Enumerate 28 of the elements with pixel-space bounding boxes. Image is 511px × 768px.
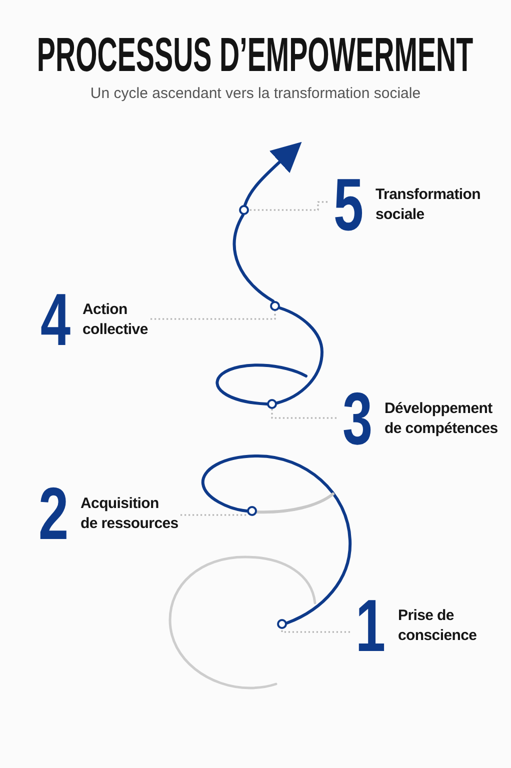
step-marker (239, 205, 249, 215)
step-marker (270, 301, 280, 311)
leader-line (271, 409, 336, 419)
step-label: Acquisition de ressources (80, 494, 180, 534)
step-label: Développement de compétences (384, 399, 499, 439)
leader-line (180, 514, 247, 516)
step-label: Action collective (82, 300, 149, 340)
spiral-curve (256, 492, 334, 514)
step-number: 4 (40, 292, 70, 348)
step-number: 2 (38, 486, 68, 542)
spiral-arrow (244, 142, 302, 206)
step-label: Transformation sociale (376, 185, 482, 225)
step-number: 1 (356, 598, 386, 654)
spiral-curve (201, 454, 352, 624)
leader-line (249, 201, 328, 211)
spiral-curve (216, 364, 308, 406)
step-number: 5 (333, 177, 363, 233)
title: PROCESSUS D’EMPOWERMENT (37, 32, 474, 80)
subtitle: Un cycle ascendant vers la transformation sociale (90, 84, 421, 104)
step-marker (247, 506, 257, 516)
step-number: 3 (342, 391, 372, 447)
spiral-curve (276, 306, 324, 404)
spiral-curve (232, 214, 274, 302)
step-marker (277, 619, 287, 629)
leader-line (281, 629, 350, 633)
step-label: Prise de conscience (398, 606, 478, 646)
step-marker (267, 399, 277, 409)
leader-line (150, 311, 276, 320)
